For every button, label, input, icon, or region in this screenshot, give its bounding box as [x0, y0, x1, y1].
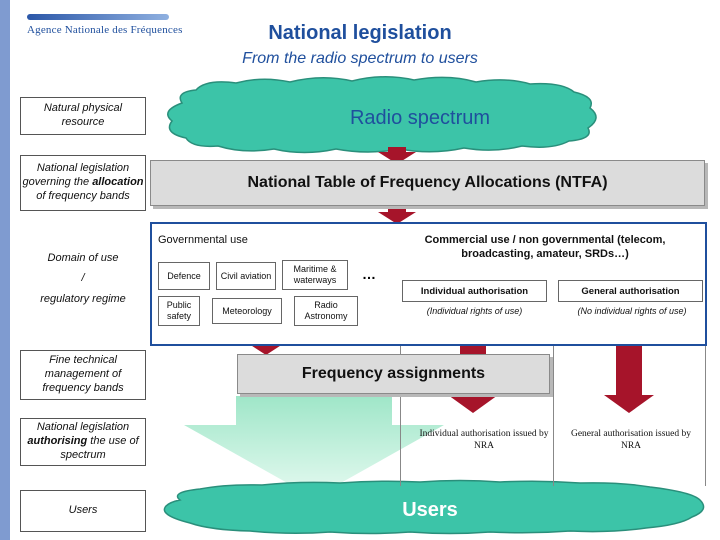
category-radio-astronomy: Radio Astronomy — [294, 296, 358, 326]
category-civil-aviation: Civil aviation — [216, 262, 276, 290]
divider-line-1 — [400, 346, 401, 486]
category-defence: Defence — [158, 262, 210, 290]
category-label: Meteorology — [222, 305, 272, 316]
arrow-down-2 — [378, 206, 416, 224]
category-label: Defence — [167, 270, 201, 281]
category-label: Civil aviation — [220, 270, 272, 281]
individual-authorisation-label: Individual authorisation — [420, 285, 529, 297]
radio-spectrum-label: Radio spectrum — [349, 107, 491, 129]
individual-rights-label: (Individual rights of use) — [426, 306, 523, 316]
individual-issued-label: Individual authorisation issued by NRA — [419, 429, 549, 452]
radio-spectrum-cloud — [167, 76, 597, 154]
divider-line-2 — [553, 346, 554, 486]
allocation-text-em: allocation — [92, 176, 144, 189]
ntfa-box: National Table of Frequency Allocations … — [150, 160, 705, 206]
individual-authorisation-box: Individual authorisation — [402, 280, 547, 302]
general-authorisation-label: General authorisation — [581, 285, 680, 297]
general-issued-label: General authorisation issued by NRA — [570, 429, 692, 452]
category-label: Public safety — [166, 300, 192, 321]
authorising-legislation-box: National legislation authorising the use… — [20, 418, 146, 466]
allocation-text-pre: National legislation governing the — [22, 162, 130, 189]
big-down-arrow — [184, 396, 444, 498]
users-side-label: Users — [68, 504, 98, 517]
category-label: Radio Astronomy — [304, 300, 348, 321]
allocation-legislation-box: National legislation governing the alloc… — [20, 155, 146, 211]
general-authorisation-box: General authorisation — [558, 280, 703, 302]
fine-management-box: Fine technical management of frequency b… — [20, 350, 146, 400]
category-label: Maritime & waterways — [293, 264, 337, 285]
authorising-text-pre: National legislation — [36, 421, 130, 434]
authorising-text-post: the use of spectrum — [60, 435, 139, 461]
arrow-general-auth — [604, 342, 654, 413]
more-categories-ellipsis: … — [362, 266, 376, 282]
users-cloud — [163, 479, 705, 535]
frequency-assignments-label: Frequency assignments — [301, 365, 486, 382]
natural-resource-label: Natural physical resource — [43, 102, 123, 128]
general-rights-label: (No individual rights of use) — [577, 306, 687, 316]
allocation-legislation-label: National legislation governing the alloc… — [21, 162, 145, 203]
natural-resource-box: Natural physical resource — [20, 97, 146, 135]
users-side-box: Users — [20, 490, 146, 532]
domain-line-1: Domain of use — [47, 252, 119, 264]
arrow-down-1 — [378, 147, 416, 164]
page-title: National legislation — [268, 22, 452, 44]
authorising-legislation-label: National legislation authorising the use… — [21, 421, 145, 462]
logo-mark — [27, 14, 169, 20]
fine-management-label: Fine technical management of frequency b… — [42, 354, 124, 394]
category-public-safety: Public safety — [158, 296, 200, 326]
logo: Agence Nationale des Fréquences — [27, 24, 183, 36]
allocation-text-post: of frequency bands — [36, 189, 130, 202]
category-meteorology: Meteorology — [212, 298, 282, 324]
ntfa-label: National Table of Frequency Allocations … — [247, 174, 608, 191]
left-border-bar — [0, 0, 10, 540]
authorising-text-em: authorising — [27, 435, 88, 448]
divider-line-3 — [705, 346, 706, 486]
domain-use-label: Domain of use / regulatory regime — [20, 248, 146, 309]
page-subtitle: From the radio spectrum to users — [242, 50, 478, 67]
domain-line-3: regulatory regime — [40, 292, 126, 305]
category-maritime: Maritime & waterways — [282, 260, 348, 290]
users-label: Users — [402, 499, 458, 521]
domain-line-2: / — [81, 272, 85, 285]
governmental-use-label: Governmental use — [158, 234, 248, 246]
frequency-assignments-box: Frequency assignments — [237, 354, 550, 394]
commercial-use-label: Commercial use / non governmental (telec… — [424, 234, 666, 260]
